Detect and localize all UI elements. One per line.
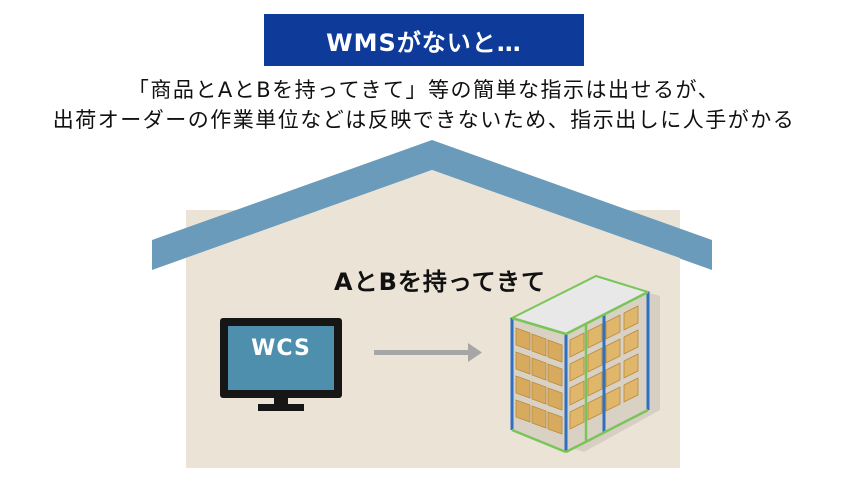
monitor [220,318,342,411]
house-roof [152,140,712,270]
monitor-stand [258,404,304,411]
monitor-screen [228,326,334,390]
arrow-icon [374,343,482,362]
monitor-label: WCS [251,336,311,361]
instruction-text: AとBを持ってきて [334,268,546,296]
title-banner: WMSがないと… [264,14,584,66]
description-line-1: 「商品とAとBを持ってきて」等の簡単な指示は出せるが、 [127,78,721,102]
storage-rack-icon [509,274,660,454]
monitor-neck [274,398,288,406]
description-line-2: 出荷オーダーの作業単位などは反映できないため、指示出しに人手がかる [52,108,796,132]
house-gable [186,170,680,262]
title-text: WMSがないと… [326,28,522,57]
